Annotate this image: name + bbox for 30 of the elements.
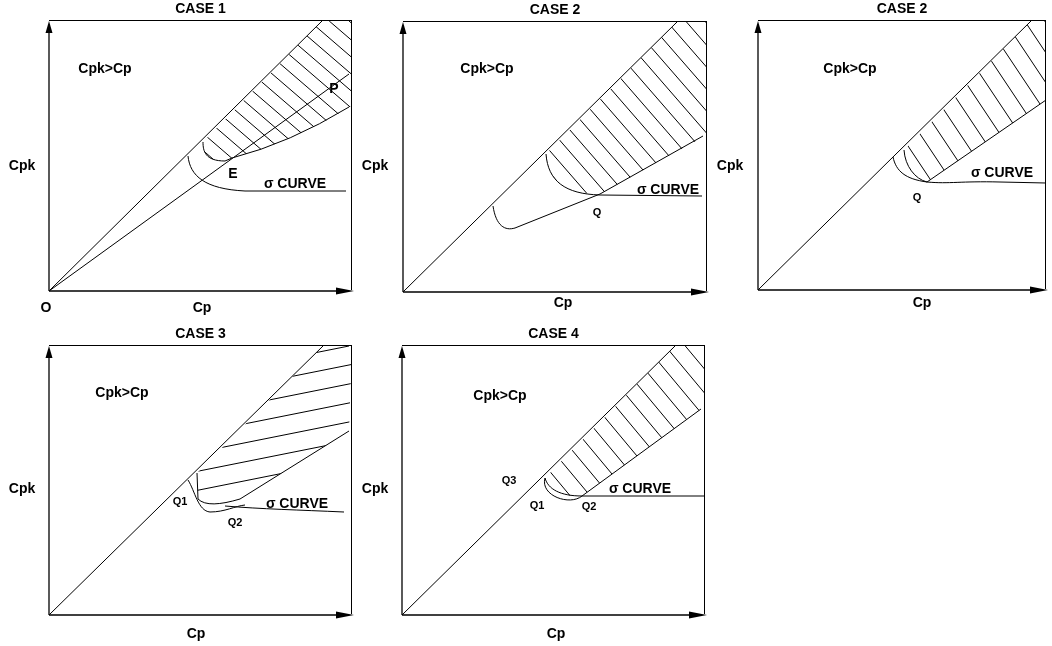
plot-label: E [228,166,238,180]
plot-label: Cpk>Cp [460,61,514,75]
plot-label: σ CURVE [265,496,329,510]
plot-label: σ CURVE [636,182,700,196]
plot-label: Cp [192,300,212,314]
plot-label: Q2 [227,516,243,528]
plot-label: Q1 [172,495,188,507]
plot-label: Cpk>Cp [95,385,149,399]
plot-label: O [40,300,52,314]
plot-label: Q2 [581,500,597,512]
plot-label: σ CURVE [608,481,672,495]
plot-label: σ CURVE [970,165,1034,179]
plot-label: Cpk [361,158,389,172]
plot-label: Q3 [501,474,517,486]
plot-label: Cpk [716,158,744,172]
plot-label: Q [592,206,602,218]
panel-title: CASE 1 [175,1,226,15]
plot-label: σ CURVE [263,176,327,190]
panel-title: CASE 4 [528,326,579,340]
panel-title: CASE 2 [529,2,581,16]
panel-title: CASE 2 [876,1,928,15]
plot-label: Cpk>Cp [473,388,527,402]
plot-label: Q [912,191,922,203]
plot-label: Cpk [361,481,389,495]
plot-label: Q1 [529,499,545,511]
plot-label: Cpk>Cp [78,61,132,75]
plot-label: Cpk>Cp [823,61,877,75]
plot-label: Cp [553,295,573,309]
panel-title: CASE 3 [175,326,226,340]
plot-label: P [329,81,339,95]
